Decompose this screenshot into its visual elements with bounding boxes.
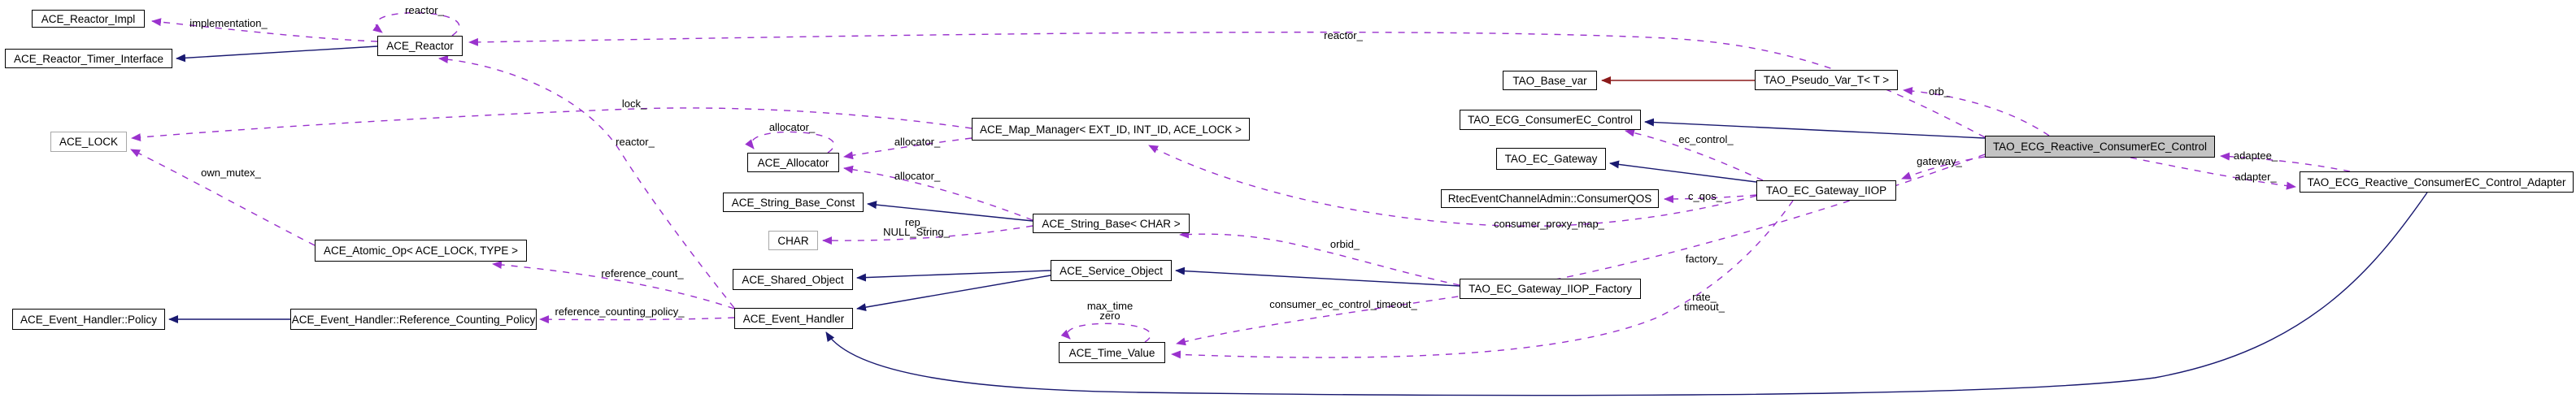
edge-rep-null-string (822, 225, 1033, 245)
class-node-ace-service-object[interactable]: ACE_Service_Object (1051, 260, 1172, 281)
class-node-ace-atomic-op[interactable]: ACE_Atomic_Op< ACE_LOCK, TYPE > (315, 240, 527, 262)
edge-inherit-adapter-eventhandler (825, 192, 2428, 396)
edge-lock (131, 107, 973, 142)
class-node-tao-ec-gateway-iiop[interactable]: TAO_EC_Gateway_IIOP (1756, 180, 1896, 201)
edge-label-allocator-stringbase: allocator_ (894, 170, 941, 182)
edge-label-adaptee: adaptee_ (2233, 149, 2278, 162)
edge-inherit-reactive-consumerec (1644, 118, 1986, 139)
edge-label-rep: rep_ (904, 216, 927, 228)
edge-reference-count (492, 260, 735, 310)
class-node-ace-shared-object[interactable]: ACE_Shared_Object (733, 269, 853, 290)
edge-label-consumer-ec-control-timeout: consumer_ec_control_timeout_ (1269, 298, 1417, 310)
edge-inherit-stringbase-const (867, 201, 1033, 222)
edge-label-max-time: max_time (1086, 300, 1134, 312)
class-node-ace-map-manager[interactable]: ACE_Map_Manager< EXT_ID, INT_ID, ACE_LOC… (972, 118, 1250, 141)
edge-label-reactor-self: reactor_ (405, 4, 444, 16)
edge-allocator-from-mapmanager (843, 137, 973, 160)
edge-label-rate: rate_ (1692, 291, 1717, 303)
class-node-ace-lock: ACE_LOCK (50, 132, 127, 152)
edge-orb (1903, 86, 2050, 136)
class-node-ace-string-base-char[interactable]: ACE_String_Base< CHAR > (1033, 214, 1190, 233)
edge-label-reference-count: reference_count_ (601, 267, 684, 279)
class-node-tao-ec-gateway-iiop-factory[interactable]: TAO_EC_Gateway_IIOP_Factory (1460, 279, 1641, 299)
class-node-ace-event-handler[interactable]: ACE_Event_Handler (734, 308, 853, 329)
class-node-ace-reactor-timer-interface[interactable]: ACE_Reactor_Timer_Interface (5, 49, 172, 68)
class-node-char: CHAR (768, 231, 818, 250)
class-node-ace-allocator[interactable]: ACE_Allocator (747, 153, 839, 172)
edge-inherit-service-eventhandler (856, 275, 1051, 312)
edge-label-reactor-eventhandler: reactor_ (616, 136, 655, 148)
edge-label-consumer-proxy-map: consumer_proxy_map_ (1494, 218, 1604, 230)
class-node-tao-pseudo-var-t[interactable]: TAO_Pseudo_Var_T< T > (1755, 70, 1898, 90)
edge-label-allocator-mapmanager: allocator_ (894, 136, 941, 148)
edge-own-mutex (130, 149, 315, 246)
edge-inherit-service-shared (856, 270, 1051, 282)
edge-label-gateway: gateway_ (1917, 155, 1962, 167)
class-node-tao-base-var[interactable]: TAO_Base_var (1503, 71, 1597, 90)
edge-label-timeout: timeout_ (1684, 301, 1725, 313)
edge-label-null-string: NULL_String_ (883, 226, 950, 238)
class-node-ace-event-handler-policy[interactable]: ACE_Event_Handler::Policy (12, 309, 165, 330)
edge-label-orb: orb_ (1928, 85, 1951, 97)
edge-reactor-self-loop (372, 12, 460, 37)
class-node-rtec-consumerqos[interactable]: RtecEventChannelAdmin::ConsumerQOS (1441, 189, 1659, 208)
edge-consumer-proxy-map (1148, 145, 1757, 227)
edge-inherit-reactor-timer-interface (176, 45, 378, 63)
class-node-ace-time-value[interactable]: ACE_Time_Value (1059, 342, 1165, 363)
edge-label-reference-counting-policy: reference_counting_policy_ (555, 305, 685, 318)
edge-label-ec-control: ec_control_ (1678, 133, 1734, 145)
class-node-tao-ecg-reactive-consumerec-control: TAO_ECG_Reactive_ConsumerEC_Control (1985, 136, 2215, 158)
edge-reference-counting-policy (539, 315, 735, 324)
edge-label-reactor-long: reactor_ (1324, 29, 1363, 41)
edge-gateway (1901, 156, 1986, 180)
class-node-ace-event-handler-reference-counting-policy[interactable]: ACE_Event_Handler::Reference_Counting_Po… (290, 309, 537, 330)
class-node-ace-reactor[interactable]: ACE_Reactor (377, 36, 463, 56)
edge-inherit-factory-service (1175, 266, 1460, 287)
edge-label-factory: factory_ (1685, 253, 1724, 265)
class-node-ace-reactor-impl[interactable]: ACE_Reactor_Impl (32, 10, 145, 28)
edge-c-qos (1664, 194, 1757, 203)
class-node-tao-ec-gateway[interactable]: TAO_EC_Gateway (1496, 148, 1606, 170)
edge-label-orbid: orbid_ (1329, 238, 1360, 250)
edge-ec-control (1625, 128, 1764, 181)
edge-reactor-from-eventhandler (438, 55, 735, 309)
edge-adaptee (2220, 152, 2351, 172)
edge-label-lock: lock_ (621, 97, 647, 110)
edge-allocator-self-loop (745, 131, 835, 154)
edge-label-own-mutex: own_mutex_ (201, 167, 261, 179)
edge-orbid (1179, 230, 1460, 286)
class-node-tao-ecg-reactive-consumerec-control-adapter[interactable]: TAO_ECG_Reactive_ConsumerEC_Control_Adap… (2300, 171, 2574, 193)
edge-adapter (2130, 157, 2296, 190)
edge-allocator-from-stringbase (843, 165, 1033, 221)
edge-label-adapter: adapter_ (2234, 171, 2277, 183)
edge-consumer-ec-control-timeout (1176, 154, 1986, 346)
edge-label-zero: zero (1099, 310, 1120, 322)
edge-label-c-qos: c_qos_ (1688, 190, 1722, 202)
class-node-ace-string-base-const[interactable]: ACE_String_Base_Const (723, 193, 864, 212)
class-node-tao-ecg-consumerec-control[interactable]: TAO_ECG_ConsumerEC_Control (1460, 110, 1641, 130)
edge-label-implementation: implementation_ (189, 17, 268, 29)
edge-timevalue-self-loop (1060, 323, 1151, 343)
edge-inherit-iiop-gateway (1609, 160, 1757, 183)
edge-label-allocator-self: allocator_ (768, 121, 816, 133)
